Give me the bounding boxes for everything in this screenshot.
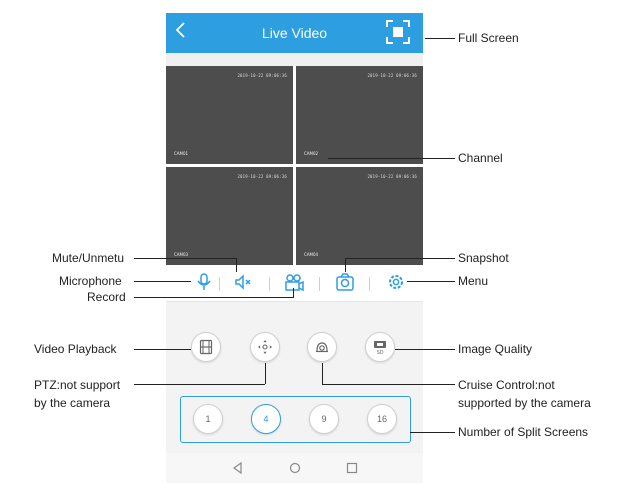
record-icon[interactable] — [283, 271, 305, 293]
divider — [369, 277, 370, 291]
image-quality-icon — [374, 341, 386, 348]
annotation-channel: Channel — [458, 151, 503, 165]
snapshot-icon[interactable] — [334, 271, 356, 293]
annotation-video-playback: Video Playback — [34, 342, 117, 356]
annotation-mute: Mute/Unmetu — [52, 251, 125, 265]
divider — [219, 277, 220, 291]
annotation-record: Record — [87, 290, 126, 304]
image-quality-badge: SD — [376, 350, 384, 356]
annotation-cruise-line2: supported by the camera — [458, 396, 591, 410]
annotation-snapshot: Snapshot — [458, 251, 509, 265]
annotation-image-quality: Image Quality — [458, 342, 533, 356]
annotation-cruise-line1: Cruise Control:not — [458, 378, 555, 392]
top-bar: Live Video — [166, 13, 423, 53]
callout-line — [293, 288, 294, 298]
callout-line — [425, 38, 455, 39]
ptz-button[interactable] — [250, 332, 280, 362]
android-nav-bar — [166, 453, 423, 483]
nav-recents-icon[interactable] — [345, 461, 359, 475]
control-bar — [166, 265, 423, 302]
spacer — [166, 53, 423, 66]
callout-line — [134, 258, 236, 259]
annotation-ptz-line1: PTZ:not support — [34, 378, 121, 392]
nav-back-icon[interactable] — [231, 461, 245, 475]
video-tile[interactable]: 2019-10-22 09:06:36 CAM04 — [296, 167, 423, 265]
callout-line — [265, 363, 266, 384]
divider — [269, 277, 270, 291]
split-option-16[interactable]: 16 — [367, 404, 397, 434]
callout-line — [134, 281, 191, 282]
tile-timestamp: 2019-10-22 09:06:36 — [367, 73, 417, 78]
video-tile[interactable]: 2019-10-22 09:06:36 CAM03 — [166, 167, 293, 265]
callout-line — [134, 297, 293, 298]
tile-timestamp: 2019-10-22 09:06:36 — [367, 174, 417, 179]
tile-timestamp: 2019-10-22 09:06:36 — [237, 174, 287, 179]
video-tile[interactable]: 2019-10-22 09:06:36 CAM02 — [296, 66, 423, 164]
annotation-full-screen: Full Screen — [458, 31, 519, 45]
callout-line — [407, 281, 455, 282]
callout-line — [345, 258, 455, 259]
annotation-menu: Menu — [458, 274, 489, 288]
annotation-split-screens: Number of Split Screens — [458, 425, 589, 439]
callout-line — [328, 158, 455, 159]
annotation-microphone: Microphone — [59, 274, 122, 288]
ptz-icon — [258, 340, 272, 354]
split-option-4[interactable]: 4 — [251, 404, 281, 434]
video-tile[interactable]: 2019-10-22 09:06:36 CAM01 — [166, 66, 293, 164]
tile-channel-label: CAM04 — [304, 252, 319, 257]
nav-home-icon[interactable] — [288, 461, 302, 475]
tile-channel-label: CAM03 — [174, 252, 189, 257]
tile-channel-label: CAM02 — [304, 151, 319, 156]
split-option-1[interactable]: 1 — [193, 404, 223, 434]
split-screen-selector: 1 4 9 16 — [180, 396, 411, 443]
microphone-icon[interactable] — [193, 271, 215, 293]
callout-line — [134, 384, 265, 385]
tile-timestamp: 2019-10-22 09:06:36 — [237, 73, 287, 78]
callout-line — [322, 384, 455, 385]
annotation-ptz-line2: by the camera — [34, 396, 111, 410]
video-playback-button[interactable] — [191, 332, 221, 362]
divider — [319, 277, 320, 291]
mute-icon[interactable] — [232, 271, 254, 293]
fullscreen-icon[interactable] — [385, 19, 411, 45]
callout-line — [395, 349, 455, 350]
video-playback-icon — [199, 339, 213, 355]
cruise-control-button[interactable] — [307, 332, 337, 362]
image-quality-button[interactable]: SD — [365, 332, 395, 362]
callout-line — [236, 258, 237, 272]
split-option-9[interactable]: 9 — [309, 404, 339, 434]
callout-line — [134, 349, 191, 350]
callout-line — [410, 432, 455, 433]
chevron-left-icon[interactable] — [174, 19, 198, 47]
menu-gear-icon[interactable] — [385, 271, 407, 293]
tile-channel-label: CAM01 — [174, 151, 189, 156]
phone-screen: Live Video 2019-10-22 09:06:36 CAM01 201… — [166, 13, 423, 483]
cruise-control-icon — [316, 342, 328, 353]
video-grid: 2019-10-22 09:06:36 CAM01 2019-10-22 09:… — [166, 66, 423, 265]
callout-line — [345, 258, 346, 272]
callout-line — [322, 363, 323, 384]
page-title: Live Video — [261, 25, 328, 41]
